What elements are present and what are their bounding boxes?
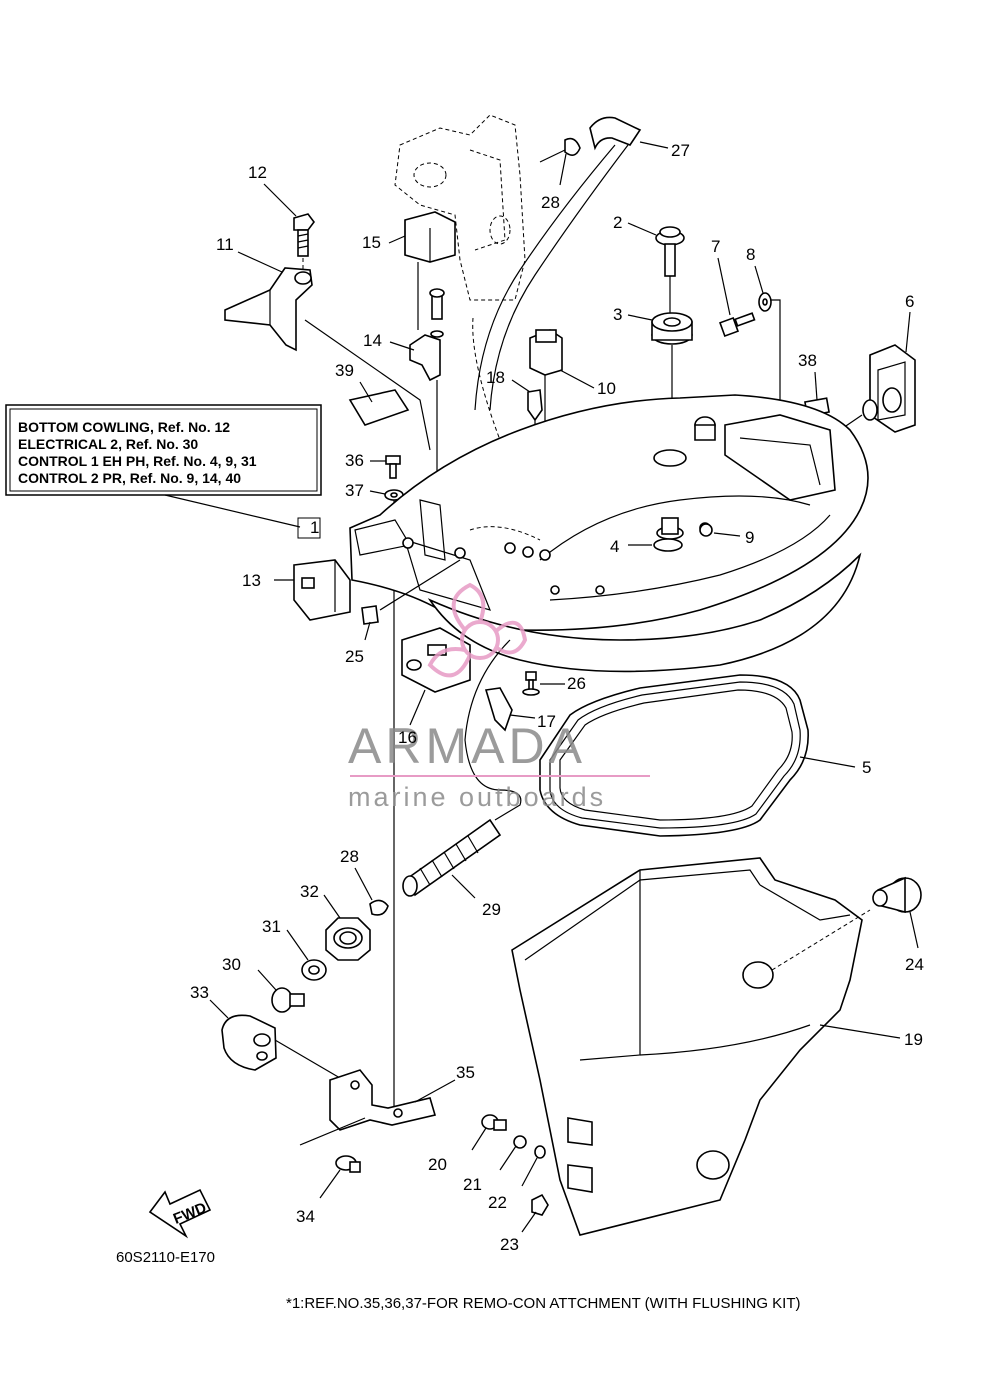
cable-harness [464,639,522,821]
part-32-nut [323,894,371,961]
label-31: 31 [262,917,281,936]
label-3: 3 [613,305,622,324]
part-35-bracket [299,1069,456,1146]
part-4-stud [628,538,683,552]
label-15: 15 [362,233,381,252]
footnote: *1:REF.NO.35,36,37-FOR REMO-CON ATTCHMEN… [286,1295,801,1312]
label-29: 29 [482,900,501,919]
label-5: 5 [862,758,871,777]
label-13: 13 [242,571,261,590]
reference-box: BOTTOM COWLING, Ref. No. 12 ELECTRICAL 2… [5,404,322,528]
part-12-bolt [293,213,315,257]
label-14: 14 [363,331,382,350]
part-30-bushing [257,969,305,1013]
label-26: 26 [567,674,586,693]
label-17: 17 [537,712,556,731]
part-3-grommet [651,312,693,445]
label-35: 35 [456,1063,475,1082]
watermark-brand: ARMADA [348,718,586,774]
label-30: 30 [222,955,241,974]
part-36-screw [385,455,401,479]
label-19: 19 [904,1030,923,1049]
label-20: 20 [428,1155,447,1174]
part-5-seal [539,674,856,837]
part-13-grommet [274,559,351,621]
label-23: 23 [500,1235,519,1254]
label-12: 12 [248,163,267,182]
parts-20-23-fasteners [471,1114,549,1233]
label-24: 24 [905,955,924,974]
part-34-screw [319,1155,361,1199]
label-33: 33 [190,983,209,1002]
part-15-rubber-mount [404,211,456,330]
diagram-code: 60S2110-E170 [116,1249,215,1266]
part-19-lower-cover [511,857,901,1236]
part-labels: 1 2 3 4 5 6 7 8 9 10 11 12 13 14 15 16 1… [190,141,924,1254]
label-37: 37 [345,481,364,500]
label-38: 38 [798,351,817,370]
part-29-cable-sleeve [402,818,502,899]
part-24-grommet [872,876,922,949]
label-22: 22 [488,1193,507,1212]
ref-line-4: CONTROL 2 PR, Ref. No. 9, 14, 40 [18,470,241,486]
label-2: 2 [613,213,622,232]
label-28-lower: 28 [340,847,359,866]
part-2-bolt [655,226,685,315]
ref-line-3: CONTROL 1 EH PH, Ref. No. 4, 9, 31 [18,453,257,469]
part-33-holder [209,999,341,1079]
label-27: 27 [671,141,690,160]
part-31-washer [286,929,327,981]
part-11-bracket [224,258,431,451]
label-21: 21 [463,1175,482,1194]
propeller-logo-icon [427,582,528,678]
bottom-cowling [349,394,869,673]
label-8: 8 [746,245,755,264]
ref-line-1: BOTTOM COWLING, Ref. No. 12 [18,419,230,435]
part-8-washer [758,292,781,430]
part-27-hose [474,116,669,411]
label-6: 6 [905,292,914,311]
part-7-bolt [719,312,756,337]
label-28-top: 28 [541,193,560,212]
watermark-tagline: marine outboards [348,782,606,812]
label-39: 39 [335,361,354,380]
label-10: 10 [597,379,616,398]
part-28-clip-lower [354,867,389,916]
part-6-mount-bracket [839,344,916,433]
label-1: 1 [310,518,319,537]
ref-line-2: ELECTRICAL 2, Ref. No. 30 [18,436,198,452]
label-16: 16 [398,728,417,747]
part-14-clip [409,288,445,500]
label-18: 18 [486,368,505,387]
label-25: 25 [345,647,364,666]
part-26-screw [522,671,565,696]
fwd-arrow-icon: FWD [148,1188,212,1239]
part-39-label [348,381,410,426]
label-34: 34 [296,1207,315,1226]
part-9-fitting [699,523,741,537]
part-28-clip-top [539,137,581,186]
label-36: 36 [345,451,364,470]
part-17-clip [484,687,536,732]
part-25-label [361,559,461,641]
label-9: 9 [745,528,754,547]
armada-watermark: ARMADA marine outboards [348,582,650,812]
label-11: 11 [216,235,234,254]
label-7: 7 [711,237,720,256]
label-32: 32 [300,882,319,901]
label-4: 4 [610,537,619,556]
part-16-switch-panel [401,627,471,726]
